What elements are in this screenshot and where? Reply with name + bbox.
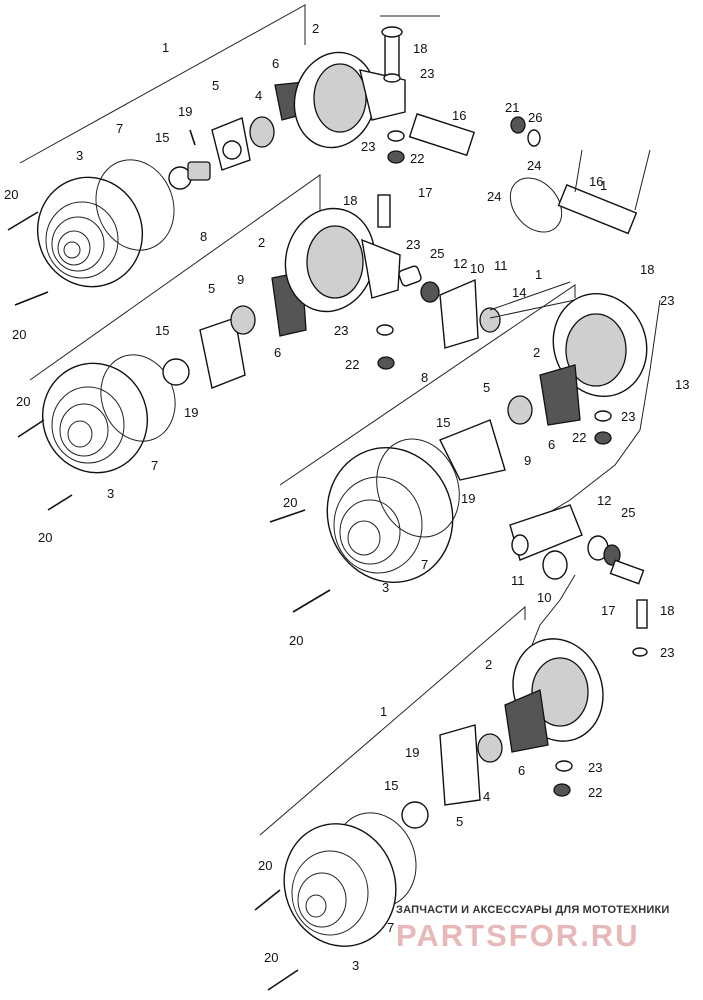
callout-18d: 18	[660, 603, 674, 618]
mount-hardware-right-lower	[509, 504, 648, 657]
callout-11a: 11	[494, 258, 508, 273]
callout-16a: 16	[452, 108, 466, 123]
callout-6: 6	[272, 56, 279, 71]
callout-15d: 15	[384, 778, 398, 793]
callout-3: 3	[76, 148, 83, 163]
callout-1: 1	[162, 40, 169, 55]
callout-1c: 1	[535, 267, 542, 282]
callout-15: 15	[155, 130, 169, 145]
callout-17b: 17	[601, 603, 615, 618]
callout-7b: 7	[151, 458, 158, 473]
callout-19c: 19	[461, 491, 475, 506]
callout-8a: 8	[200, 229, 207, 244]
callout-20g: 20	[258, 858, 272, 873]
mount-hardware-top	[381, 26, 651, 235]
callout-3c: 3	[382, 580, 389, 595]
callout-2c: 2	[533, 345, 540, 360]
callout-23b: 23	[361, 139, 375, 154]
callout-19: 19	[178, 104, 192, 119]
callout-24b: 24	[527, 158, 541, 173]
callout-23f: 23	[660, 293, 674, 308]
callout-6b: 6	[274, 345, 281, 360]
assembly-bracket-lines	[19, 4, 576, 836]
callout-22a: 22	[410, 151, 424, 166]
callout-23c: 23	[406, 237, 420, 252]
callout-22b: 22	[345, 357, 359, 372]
callout-1b: 1	[600, 178, 607, 193]
callout-7d: 7	[387, 920, 394, 935]
callout-13: 13	[675, 377, 689, 392]
callout-19b: 19	[184, 405, 198, 420]
callout-18b: 18	[343, 193, 357, 208]
callout-20f: 20	[289, 633, 303, 648]
callout-2d: 2	[485, 657, 492, 672]
callout-12a: 12	[453, 256, 467, 271]
callout-18a: 18	[413, 41, 427, 56]
callout-15c: 15	[436, 415, 450, 430]
flasher-bracket-center	[376, 265, 576, 370]
callout-5c: 5	[483, 380, 490, 395]
callout-24a: 24	[487, 189, 501, 204]
callout-26: 26	[528, 110, 542, 125]
callout-22d: 22	[588, 785, 602, 800]
callout-21: 21	[505, 100, 519, 115]
callout-10b: 10	[537, 590, 551, 605]
callout-8b: 8	[421, 370, 428, 385]
callout-10a: 10	[470, 261, 484, 276]
callout-4b: 4	[483, 789, 490, 804]
callout-23d: 23	[334, 323, 348, 338]
callout-2: 2	[312, 21, 319, 36]
callout-6c: 6	[548, 437, 555, 452]
callout-14: 14	[512, 285, 526, 300]
callout-9a: 9	[237, 272, 244, 287]
callout-4: 4	[255, 88, 262, 103]
callout-1d: 1	[380, 704, 387, 719]
callout-7: 7	[116, 121, 123, 136]
watermark-tagline: ЗАПЧАСТИ И АКСЕССУАРЫ ДЛЯ МОТОТЕХНИКИ	[396, 904, 670, 916]
turn-signal-assembly-left-middle	[14, 194, 401, 511]
callout-20b: 20	[12, 327, 26, 342]
callout-18c: 18	[640, 262, 654, 277]
callout-2b: 2	[258, 235, 265, 250]
turn-signal-assembly-right-middle	[269, 292, 661, 613]
callout-16b: 16	[589, 174, 603, 189]
callout-3b: 3	[107, 486, 114, 501]
callout-20c: 20	[16, 394, 30, 409]
callout-labels: 1 2 3 4 5 6 7 15 19 20 16 18 21 22 23 24…	[4, 21, 689, 973]
callout-5b: 5	[208, 281, 215, 296]
callout-25a: 25	[430, 246, 444, 261]
callout-20: 20	[4, 187, 18, 202]
watermark-logo: PARTSFOR.RU	[396, 918, 640, 953]
callout-20d: 20	[38, 530, 52, 545]
callout-22c: 22	[572, 430, 586, 445]
callout-12b: 12	[597, 493, 611, 508]
callout-20h: 20	[264, 950, 278, 965]
callout-25b: 25	[621, 505, 635, 520]
callout-17a: 17	[418, 185, 432, 200]
callout-6d: 6	[518, 763, 525, 778]
callout-5d: 5	[456, 814, 463, 829]
callout-7c: 7	[421, 557, 428, 572]
callout-23e: 23	[621, 409, 635, 424]
callout-23h: 23	[588, 760, 602, 775]
callout-15b: 15	[155, 323, 169, 338]
callout-23g: 23	[660, 645, 674, 660]
callout-20e: 20	[283, 495, 297, 510]
callout-19d: 19	[405, 745, 419, 760]
turn-signal-assembly-bottom	[254, 638, 604, 991]
callout-23a: 23	[420, 66, 434, 81]
callout-5: 5	[212, 78, 219, 93]
callout-11b: 11	[511, 573, 525, 588]
callout-9b: 9	[524, 453, 531, 468]
callout-3d: 3	[352, 958, 359, 973]
